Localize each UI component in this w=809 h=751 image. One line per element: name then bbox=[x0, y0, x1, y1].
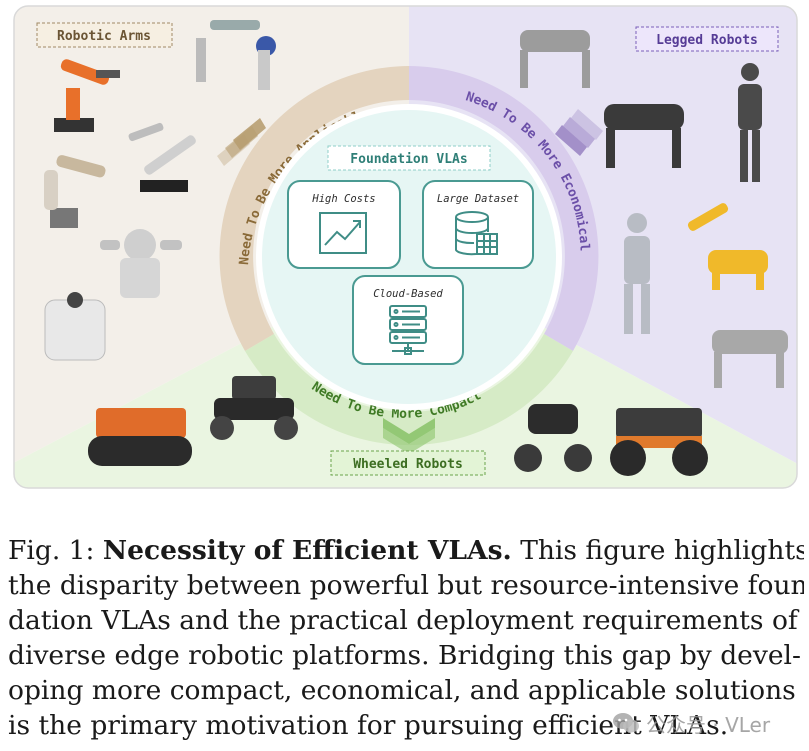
card-cloud-based: Cloud-Based bbox=[352, 275, 464, 365]
robot-arm-icon bbox=[100, 229, 182, 298]
robot-dog-icon bbox=[520, 30, 590, 88]
svg-text:Legged Robots: Legged Robots bbox=[656, 33, 758, 48]
robot-arm-icon bbox=[128, 122, 196, 192]
section-label-wheeled: Wheeled Robots bbox=[330, 450, 486, 476]
watermark-text: 公众号 · VLer bbox=[646, 712, 771, 737]
robot-arm-icon bbox=[54, 59, 120, 132]
card-large-dataset: Large Dataset bbox=[422, 180, 534, 269]
watermark: 公众号 · VLer bbox=[612, 708, 770, 738]
wheeled-robot-icon bbox=[514, 404, 592, 472]
left-arrows-icon bbox=[217, 118, 266, 166]
section-label-legged: Legged Robots bbox=[635, 26, 779, 52]
caption-line: dation VLAs and the practical deployment… bbox=[8, 605, 798, 636]
caption-line: is the primary motivation for pursuing e… bbox=[8, 710, 729, 741]
center-title-box bbox=[327, 145, 491, 171]
wechat-icon bbox=[613, 713, 639, 733]
server-icon bbox=[389, 305, 427, 355]
robot-dog-icon bbox=[712, 330, 788, 388]
robot-arm-icon bbox=[196, 20, 276, 90]
card-high-costs: High Costs bbox=[287, 180, 401, 269]
svg-text:Robotic Arms: Robotic Arms bbox=[57, 29, 151, 44]
robot-arm-icon bbox=[44, 292, 106, 361]
figure-caption: Fig. 1: Necessity of Efficient VLAs. Thi… bbox=[8, 533, 804, 743]
robotic-arm-images bbox=[44, 20, 276, 361]
card-label: High Costs bbox=[311, 193, 375, 205]
humanoid-robot-icon bbox=[624, 213, 650, 334]
robot-dog-icon bbox=[687, 203, 768, 290]
ring-bottom-segment bbox=[245, 334, 573, 446]
right-arrows-icon bbox=[555, 109, 603, 156]
caption-bold-title: Necessity of Efficient VLAs. bbox=[102, 535, 512, 566]
ring-right-segment bbox=[409, 66, 599, 351]
center-title: Foundation VLAs bbox=[350, 152, 467, 167]
section-label-arms: Robotic Arms bbox=[36, 22, 173, 48]
ring bbox=[219, 66, 599, 446]
caption-line: the disparity between powerful but resou… bbox=[8, 570, 804, 601]
humanoid-robot-icon bbox=[738, 63, 762, 182]
legged-robot-images bbox=[520, 30, 788, 388]
wheeled-robot-icon bbox=[210, 376, 298, 440]
card-label: Cloud-Based bbox=[373, 288, 443, 300]
figure-diagram: Need To Be More Applicable Need To Be Mo… bbox=[0, 0, 798, 489]
wheeled-robot-images bbox=[88, 376, 708, 476]
ring-left-segment bbox=[219, 66, 409, 351]
card-label: Large Dataset bbox=[437, 193, 519, 205]
database-icon bbox=[455, 211, 498, 256]
tracked-robot-icon bbox=[88, 408, 192, 466]
caption-line: diverse edge robotic platforms. Bridging… bbox=[8, 640, 801, 671]
wheeled-robot-icon bbox=[610, 408, 708, 476]
figure-frame bbox=[13, 5, 798, 489]
robot-arm-icon bbox=[44, 155, 106, 228]
bottom-arrows-icon bbox=[383, 418, 435, 454]
robot-dog-icon bbox=[604, 104, 684, 168]
caption-line: Fig. 1: Necessity of Efficient VLAs. Thi… bbox=[8, 535, 804, 566]
trend-chart-icon bbox=[319, 212, 367, 254]
caption-line: oping more compact, economical, and appl… bbox=[8, 675, 796, 706]
svg-text:Wheeled Robots: Wheeled Robots bbox=[353, 457, 463, 472]
